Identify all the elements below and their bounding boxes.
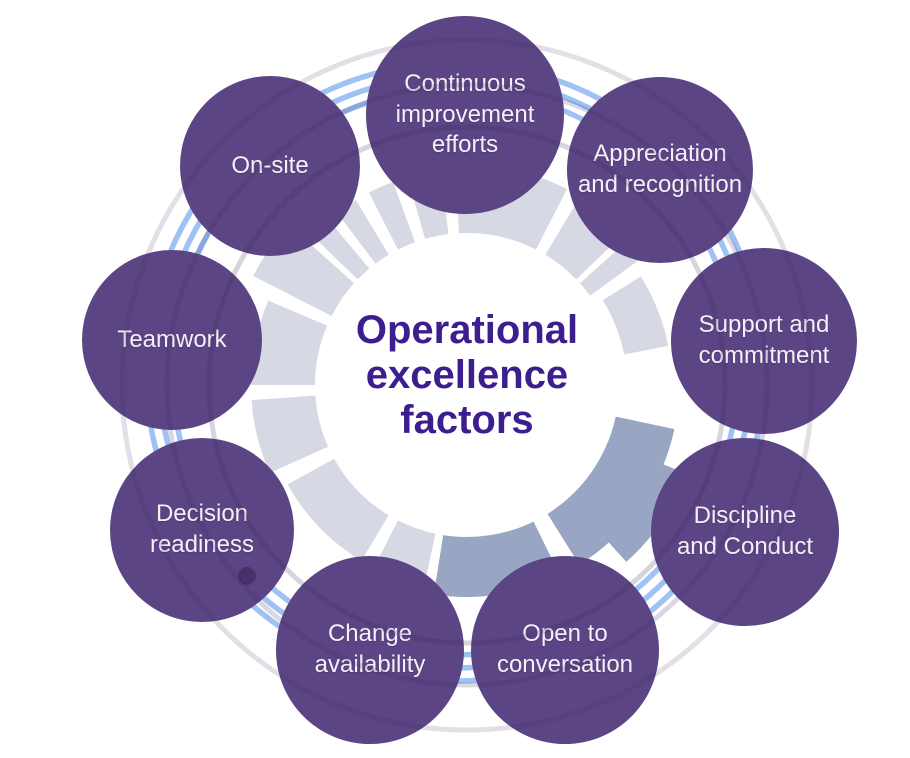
factor-label: Support and commitment <box>698 311 830 369</box>
factor-circle-on-site: On-site <box>180 76 360 256</box>
factor-circle-continuous-improvement-efforts: Continuous improvement efforts <box>366 16 564 214</box>
factor-label: Open to conversation <box>496 620 634 678</box>
diagram-title: Operational excellence factors <box>355 308 579 443</box>
factor-label: Continuous improvement efforts <box>395 69 535 159</box>
factor-circle-support-and-commitment: Support and commitment <box>671 248 857 434</box>
factor-label: Change availability <box>314 620 426 678</box>
factor-label: Appreciation and recognition <box>577 140 743 198</box>
factor-label: On-site <box>231 151 309 179</box>
factor-label: Decision readiness <box>149 500 255 558</box>
factor-label: Teamwork <box>117 325 227 353</box>
factor-circle-decision-readiness: Decision readiness <box>110 438 294 622</box>
factor-circle-discipline-and-conduct: Discipline and Conduct <box>651 438 839 626</box>
factor-circle-teamwork: Teamwork <box>82 250 262 430</box>
factor-label: Discipline and Conduct <box>676 502 814 560</box>
factor-circle-open-to-conversation: Open to conversation <box>471 556 659 744</box>
factor-circle-appreciation-and-recognition: Appreciation and recognition <box>567 77 753 263</box>
factor-circle-change-availability: Change availability <box>276 556 464 744</box>
